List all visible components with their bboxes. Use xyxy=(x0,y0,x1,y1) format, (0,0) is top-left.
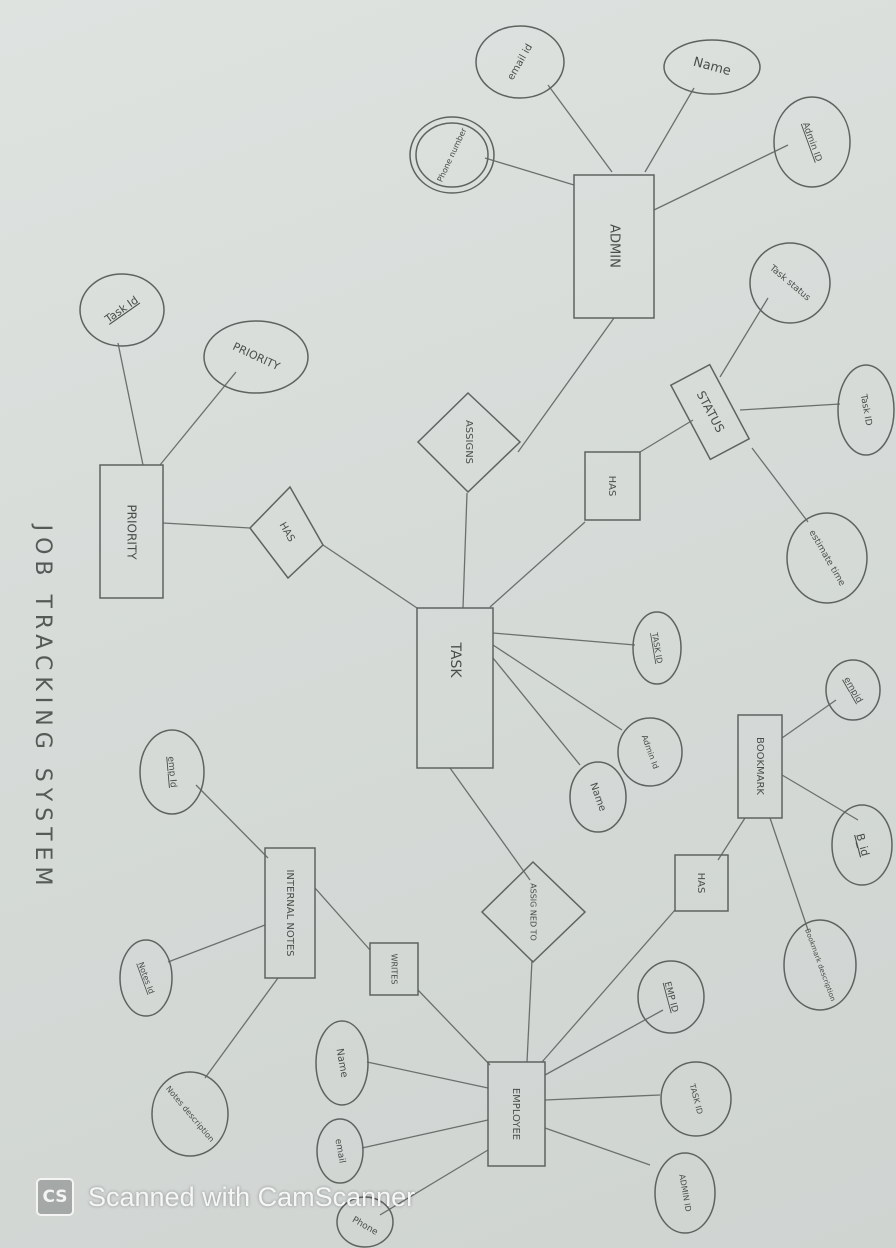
attr-task-name-ellipse xyxy=(569,761,627,833)
rel-assigned-to-diamond xyxy=(480,860,587,964)
attr-emp-name-ellipse xyxy=(315,1020,369,1106)
attr-notes-notesid-label: Notes Id xyxy=(136,961,156,995)
rel-has-priority-diamond xyxy=(249,485,324,580)
attr-task-name-label: Name xyxy=(587,781,607,812)
entity-internal-notes-label: INTERNAL NOTES xyxy=(284,869,295,956)
attr-emp-taskid-ellipse xyxy=(660,1061,732,1137)
attr-status-taskid-ellipse xyxy=(837,364,895,456)
attr-notes-empid-ellipse xyxy=(139,729,205,815)
attr-emp-email-label: email xyxy=(332,1138,346,1164)
attr-task-adminid-label: Admin Id xyxy=(640,734,661,770)
attr-task-adminid-ellipse xyxy=(617,717,683,787)
entity-priority-box xyxy=(99,464,164,599)
entity-bookmark-box xyxy=(737,714,783,819)
attr-emp-taskid-label: TASK ID xyxy=(687,1082,704,1115)
attr-admin-name-ellipse xyxy=(663,39,761,95)
entity-task-box xyxy=(416,607,494,769)
attr-bookmark-desc-ellipse xyxy=(783,919,857,1011)
attr-priority-taskid-ellipse xyxy=(79,273,165,347)
attr-emp-name-label: Name xyxy=(334,1048,350,1079)
attr-notes-empid-label: emp Id xyxy=(165,756,178,788)
entity-employee-box xyxy=(487,1061,546,1167)
attr-task-taskid-ellipse xyxy=(632,611,682,685)
attr-admin-name-label: Name xyxy=(692,55,733,79)
camscanner-watermark: CS Scanned with CamScanner xyxy=(36,1176,415,1218)
entity-priority-label: PRIORITY xyxy=(125,504,139,560)
attr-bookmark-desc-label: Bookmark description xyxy=(803,928,837,1003)
attr-admin-id-label: Admin ID xyxy=(800,121,823,163)
attr-emp-email-ellipse xyxy=(316,1118,364,1184)
attr-admin-phone-ellipse-inner xyxy=(415,122,489,188)
entity-status-box xyxy=(669,363,751,461)
attr-bookmark-bid-ellipse xyxy=(831,804,893,886)
attr-admin-email-ellipse xyxy=(475,25,565,99)
attr-admin-email-label: email id xyxy=(506,42,535,82)
attr-status-taskstatus-label: Task status xyxy=(767,263,813,304)
attr-status-estimate-ellipse xyxy=(786,512,868,604)
entity-employee-label: EMPLOYEE xyxy=(510,1088,521,1140)
attr-emp-empid-ellipse xyxy=(637,960,705,1034)
attr-emp-empid-label: EMP ID xyxy=(662,981,680,1014)
attr-emp-phone-label: Phone xyxy=(350,1215,380,1238)
attr-status-estimate-label: estimate time xyxy=(807,529,847,589)
entity-admin-box xyxy=(573,174,655,319)
attr-bookmark-empid-label: empid xyxy=(841,676,864,705)
rel-has-status-box xyxy=(584,451,641,521)
rel-writes-label: WRITES xyxy=(390,954,399,985)
attr-status-taskstatus-ellipse xyxy=(749,242,831,324)
attr-notes-notesid-ellipse xyxy=(119,939,173,1017)
attr-admin-phone-ellipse xyxy=(409,116,495,194)
attr-admin-phone-label: Phone number xyxy=(436,126,469,184)
attr-bookmark-empid-ellipse xyxy=(825,659,881,721)
attr-priority-priority-label: PRIORITY xyxy=(231,340,283,373)
rel-has-status-label: HAS xyxy=(606,476,617,497)
camscanner-logo-icon: CS xyxy=(36,1178,74,1216)
diagram-title: JOB TRACKING SYSTEM xyxy=(30,523,55,892)
camscanner-text: Scanned with CamScanner xyxy=(88,1181,416,1212)
rel-assigns-diamond xyxy=(416,391,522,494)
attr-task-taskid-label: TASK ID xyxy=(650,631,664,664)
attr-emp-adminid-label: ADMIN ID xyxy=(677,1174,692,1213)
rel-writes-box xyxy=(369,942,419,996)
attr-priority-priority-ellipse xyxy=(203,320,309,394)
entity-status-label: STATUS xyxy=(694,389,728,435)
rel-has-bookmark-label: HAS xyxy=(695,873,706,894)
connector-lines xyxy=(117,84,859,1216)
rel-assigned-to-label: ASSIG NED TO xyxy=(529,883,538,941)
attr-status-taskid-label: Task ID xyxy=(858,393,874,427)
entity-admin-label: ADMIN xyxy=(607,224,622,268)
attr-emp-phone-ellipse xyxy=(336,1196,394,1248)
rel-has-priority-label: HAS xyxy=(277,521,297,544)
entity-bookmark-label: BOOKMARK xyxy=(754,737,765,795)
attr-priority-taskid-label: Task Id xyxy=(102,294,141,327)
rel-has-bookmark-box xyxy=(674,854,729,912)
entity-task-label: TASK xyxy=(447,641,463,678)
attr-emp-adminid-ellipse xyxy=(654,1152,716,1234)
entity-internal-notes-box xyxy=(264,847,316,979)
attr-notes-desc-ellipse xyxy=(151,1071,229,1157)
attr-bookmark-bid-label: B_id xyxy=(853,832,872,858)
attr-notes-desc-label: Notes description xyxy=(164,1084,216,1144)
attr-admin-id-ellipse xyxy=(773,96,851,188)
rel-assigns-label: ASSIGNS xyxy=(463,420,474,464)
